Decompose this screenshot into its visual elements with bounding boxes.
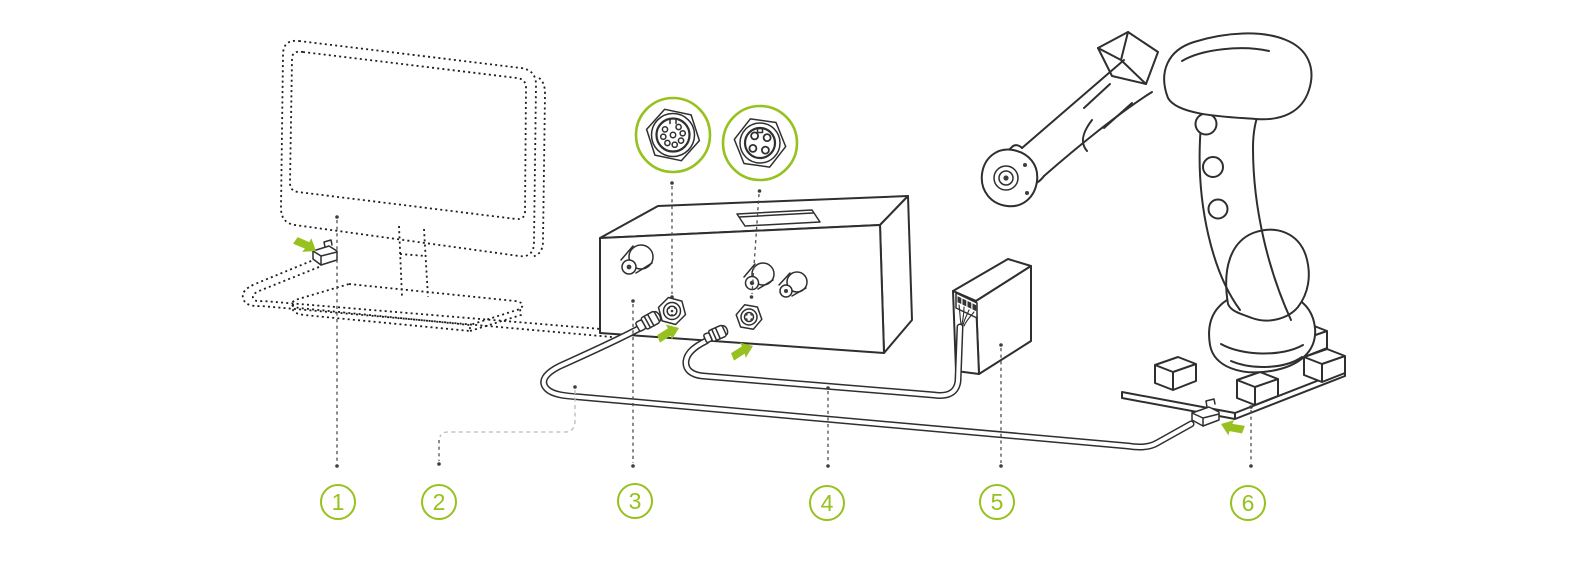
leader-line-5	[999, 343, 1003, 468]
callout-2-ethernet-cable: 2	[421, 484, 457, 520]
callout-3-number: 3	[628, 487, 642, 514]
leader-line-1	[335, 215, 339, 468]
leader-line-2	[437, 385, 577, 466]
leader-line-4	[826, 386, 830, 468]
m12-plug-ethernet	[635, 310, 662, 332]
cable-device-to-power-supply	[682, 323, 964, 399]
pc-monitor	[280, 39, 546, 332]
m12-plug-power	[703, 324, 729, 344]
m12-port-ethernet	[657, 296, 687, 326]
callout-5-number: 5	[990, 488, 1004, 515]
plug-direction-arrow-icon	[657, 324, 679, 343]
callout-3-ethernet-port: 3	[617, 483, 653, 519]
m12-port-power	[735, 304, 763, 330]
cable-device-to-robot	[540, 324, 1195, 451]
robot-end-effector	[980, 148, 1039, 208]
coax-connector	[620, 244, 654, 275]
connector-detail-m12-4pin	[721, 104, 799, 182]
connector-detail-m12-8pin	[634, 96, 712, 174]
ethernet-cable-dotted	[241, 258, 614, 338]
callout-1-number: 1	[331, 488, 345, 515]
monitor-stand	[290, 225, 524, 332]
leader-line-6	[1249, 405, 1253, 468]
callout-5-power-supply: 5	[979, 484, 1015, 520]
power-supply	[952, 258, 1032, 375]
callout-6-number: 6	[1241, 489, 1255, 516]
callout-6-robot-connection: 6	[1230, 485, 1266, 521]
leader-line-3	[631, 299, 635, 468]
callout-1-pc: 1	[320, 484, 356, 520]
robot-arm	[980, 31, 1346, 420]
terminal-block	[955, 292, 978, 327]
plug-direction-arrow-icon	[1221, 420, 1245, 436]
coax-connector	[743, 262, 775, 291]
detail-link-ethernet-port	[670, 181, 674, 299]
rj45-plug-robot	[1191, 398, 1220, 427]
detail-link-power-port	[749, 189, 762, 299]
coax-connector	[778, 271, 808, 298]
callout-4-power-cable: 4	[809, 485, 845, 521]
plug-direction-arrow-icon	[731, 342, 753, 361]
callout-2-number: 2	[432, 488, 446, 515]
rj45-plug-monitor	[312, 239, 338, 266]
callout-4-number: 4	[820, 489, 834, 516]
plug-direction-arrow-icon	[293, 237, 316, 252]
